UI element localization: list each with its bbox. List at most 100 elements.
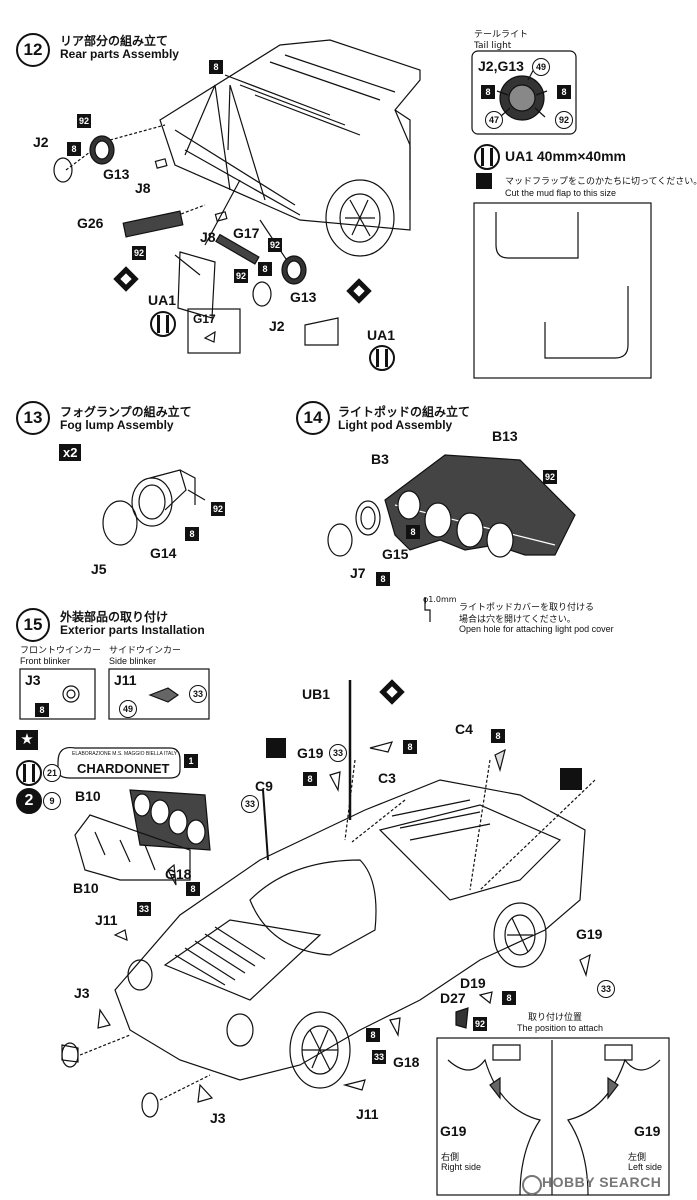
decal-stripe-icon	[266, 738, 286, 758]
color-code-badge: 8	[502, 991, 516, 1005]
color-code-badge: 92	[268, 238, 282, 252]
part-label-g19: G19	[440, 1123, 467, 1139]
color-code-badge: 33	[597, 980, 615, 998]
right-side-jp: 右側	[441, 1153, 460, 1163]
step-number: 12	[16, 33, 50, 67]
part-label-g13: G13	[290, 289, 317, 305]
part-label-ua1: UA1	[148, 292, 177, 308]
part-label-j5: J5	[91, 561, 107, 577]
color-code-badge: 92	[211, 502, 225, 516]
left-side-en: Left side	[628, 1162, 663, 1172]
part-label-j2: J2	[33, 134, 49, 150]
side-blinker-jp: サイドウインカー	[109, 646, 182, 656]
part-label-b3: B3	[371, 451, 389, 467]
part-label-c9: C9	[255, 778, 273, 794]
color-code-badge: 92	[132, 246, 146, 260]
part-label-j3: J3	[210, 1110, 226, 1126]
color-code-badge: 9	[43, 792, 61, 810]
part-label-j8: J8	[200, 229, 216, 245]
mudflap-label: UA1 40mm×40mm	[505, 148, 627, 164]
color-code-badge: 8	[376, 572, 390, 586]
color-code-badge: 1	[184, 754, 198, 768]
part-label-j7: J7	[350, 565, 366, 581]
part-label-j3: J3	[74, 985, 90, 1001]
step-number: 14	[296, 401, 330, 435]
step-title-en: Rear parts Assembly	[60, 47, 179, 61]
hole-note-jp: 場合は穴を開けてください。	[459, 615, 576, 625]
part-label-g19: G19	[634, 1123, 661, 1139]
taillight-title-jp: テールライト	[474, 30, 529, 40]
step-title-jp: リア部分の組み立て	[60, 34, 169, 48]
color-code-badge: 92	[555, 111, 573, 129]
color-code-badge: 8	[403, 740, 417, 754]
part-label-j8: J8	[135, 180, 151, 196]
part-label-g17-detail: G17	[193, 312, 216, 326]
watermark-text: HOBBY SEARCH	[542, 1174, 662, 1190]
step-title-jp: フォグランプの組み立て	[60, 405, 192, 419]
attach-title-jp: 取り付け位置	[528, 1013, 583, 1023]
part-label-c4: C4	[455, 721, 473, 737]
color-code-badge: 8	[491, 729, 505, 743]
color-code-badge: 92	[234, 269, 248, 283]
color-code-badge: 33	[189, 685, 207, 703]
left-side-jp: 左側	[628, 1153, 647, 1163]
color-code-badge: 8	[258, 262, 272, 276]
step-title-en: Fog lump Assembly	[60, 418, 174, 432]
part-label-ub1: UB1	[302, 686, 331, 702]
right-side-en: Right side	[441, 1162, 482, 1172]
part-label-c3: C3	[378, 770, 396, 786]
part-label-b10: B10	[73, 880, 99, 896]
attach-title-en: The position to attach	[517, 1023, 604, 1033]
step-title-en: Exterior parts Installation	[60, 623, 205, 637]
decal-subtext: ELABORAZIONE M.S. MAGGIO BIELLA ITALY	[72, 751, 178, 757]
front-blinker-jp: フロントウインカー	[20, 646, 102, 656]
part-label-g17: G17	[233, 225, 260, 241]
part-label-j11: J11	[95, 912, 118, 928]
part-label-g15: G15	[382, 546, 409, 562]
part-label-g19: G19	[297, 745, 324, 761]
part-label-d27: D27	[440, 990, 466, 1006]
part-label-ua1: UA1	[367, 327, 396, 343]
part-label-g26: G26	[77, 215, 104, 231]
decal-2-icon: 2	[16, 788, 42, 814]
decal-text: CHARDONNET	[77, 761, 170, 776]
step-number: 15	[16, 608, 50, 642]
color-code-badge: 92	[473, 1017, 487, 1031]
part-label-g19: G19	[576, 926, 603, 942]
hole-note-jp: ライトポッドカバーを取り付ける	[459, 603, 595, 613]
color-code-badge: 33	[329, 744, 347, 762]
color-code-badge: 49	[119, 700, 137, 718]
decal-sheet-icon	[150, 311, 176, 337]
part-label-g13: G13	[103, 166, 130, 182]
star-icon: ★	[16, 730, 38, 750]
color-code-badge: 49	[532, 58, 550, 76]
color-code-badge: 8	[186, 882, 200, 896]
decal-sheet-icon	[474, 144, 500, 170]
front-blinker-en: Front blinker	[20, 656, 71, 666]
watermark-logo-icon	[522, 1175, 542, 1195]
mudflap-note-en: Cut the mud flap to this size	[505, 188, 617, 198]
color-code-badge: 33	[137, 902, 151, 916]
color-code-badge: 8	[366, 1028, 380, 1042]
decal-sheet-icon	[16, 760, 42, 786]
step-title-jp: 外装部品の取り付け	[60, 610, 169, 624]
step-number: 13	[16, 401, 50, 435]
side-blinker-en: Side blinker	[109, 656, 157, 666]
part-label-g18: G18	[393, 1054, 420, 1070]
color-code-badge: 33	[372, 1050, 386, 1064]
taillight-label: J2,G13	[478, 58, 524, 74]
color-code-badge: 33	[241, 795, 259, 813]
mudflap-note-jp: マッドフラップをこのかたちに切ってください。	[505, 177, 697, 187]
hole-note-en: Open hole for attaching light pod cover	[459, 624, 614, 634]
decal-stripe-icon	[560, 768, 582, 790]
quantity-badge: x2	[59, 444, 82, 461]
part-label-b13: B13	[492, 428, 518, 444]
color-code-badge: 92	[77, 114, 91, 128]
step-title-en: Light pod Assembly	[338, 418, 453, 432]
part-label-g14: G14	[150, 545, 177, 561]
color-code-badge: 8	[481, 85, 495, 99]
color-code-badge: 8	[185, 527, 199, 541]
part-label-d19: D19	[460, 975, 486, 991]
color-code-badge: 8	[406, 525, 420, 539]
